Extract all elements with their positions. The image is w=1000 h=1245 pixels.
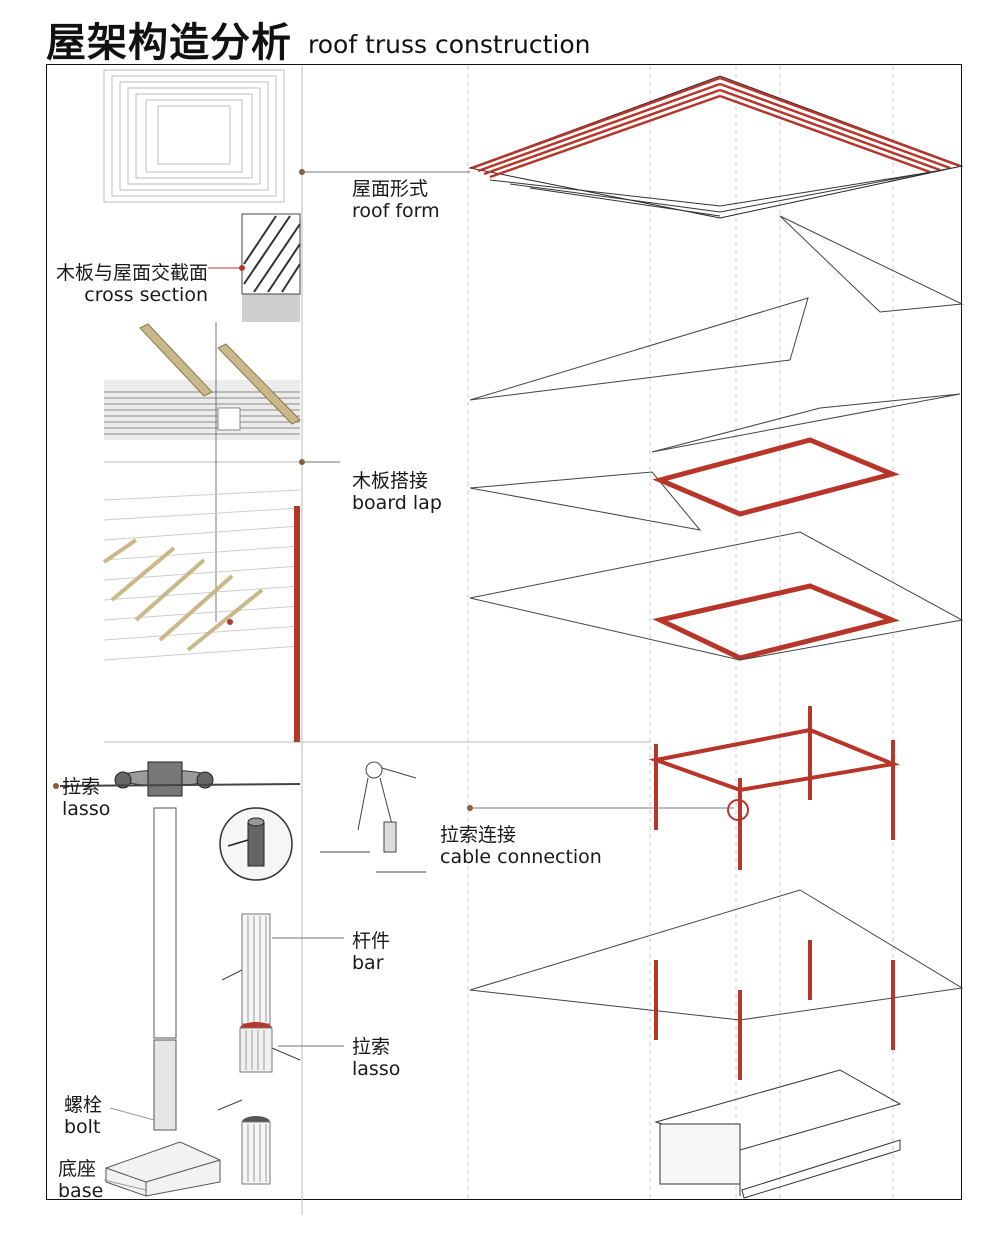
label-cross-section-en: cross section xyxy=(84,284,208,306)
lattice-detail xyxy=(102,489,301,742)
label-lasso-detail: 拉索 lasso xyxy=(352,1036,400,1080)
cable-connection-marker xyxy=(727,799,749,821)
label-base: 底座 base xyxy=(58,1158,103,1202)
label-bar: 杆件 bar xyxy=(352,930,390,974)
label-cable-connection-en: cable connection xyxy=(440,846,602,868)
label-roof-form-en: roof form xyxy=(352,200,440,222)
label-lasso-left: 拉索 lasso xyxy=(62,776,110,820)
grid-layer xyxy=(469,531,964,1021)
label-lasso-left-zh: 拉索 xyxy=(62,776,101,798)
label-base-en: base xyxy=(58,1180,104,1202)
label-bolt-zh: 螺栓 xyxy=(64,1094,103,1116)
label-bolt: 螺栓 bolt xyxy=(64,1094,102,1138)
leader-lines xyxy=(272,171,734,1047)
label-cable-connection-zh: 拉索连接 xyxy=(440,824,517,846)
timber-board-layers xyxy=(469,215,964,531)
page-title: 屋架构造分析 xyxy=(46,20,292,66)
label-board-lap-zh: 木板搭接 xyxy=(352,470,429,492)
roof-plan-thumbnail xyxy=(103,69,285,203)
label-cross-section: 木板与屋面交截面 cross section xyxy=(46,262,208,306)
label-bolt-en: bolt xyxy=(64,1116,101,1138)
diagram-frame xyxy=(46,64,962,1200)
building-model xyxy=(654,1069,902,1199)
board-crossing-detail xyxy=(104,322,301,622)
label-base-zh: 底座 xyxy=(58,1158,97,1180)
structural-frame xyxy=(648,706,901,1080)
label-lasso-detail-zh: 拉索 xyxy=(352,1036,391,1058)
label-lasso-detail-en: lasso xyxy=(352,1058,401,1080)
page-subtitle: roof truss construction xyxy=(308,30,591,59)
bar-detail xyxy=(217,913,301,1185)
label-board-lap-en: board lap xyxy=(352,492,442,514)
label-bar-en: bar xyxy=(352,952,384,974)
label-cross-section-zh: 木板与屋面交截面 xyxy=(55,262,208,284)
panel-dividers xyxy=(104,66,650,1215)
cross-section-detail xyxy=(208,213,301,322)
label-board-lap: 木板搭接 board lap xyxy=(352,470,442,514)
label-roof-form: 屋面形式 roof form xyxy=(352,178,440,222)
red-frame-layers xyxy=(652,437,900,661)
label-roof-form-zh: 屋面形式 xyxy=(352,178,429,200)
label-bar-zh: 杆件 xyxy=(352,930,391,952)
cable-clamp-inset xyxy=(219,807,293,881)
label-cable-connection: 拉索连接 cable connection xyxy=(440,824,602,868)
roof-form-layer xyxy=(468,75,964,219)
label-lasso-left-en: lasso xyxy=(62,798,111,820)
bolt-assembly xyxy=(59,761,301,1197)
cable-anchor-sketch xyxy=(320,761,426,873)
